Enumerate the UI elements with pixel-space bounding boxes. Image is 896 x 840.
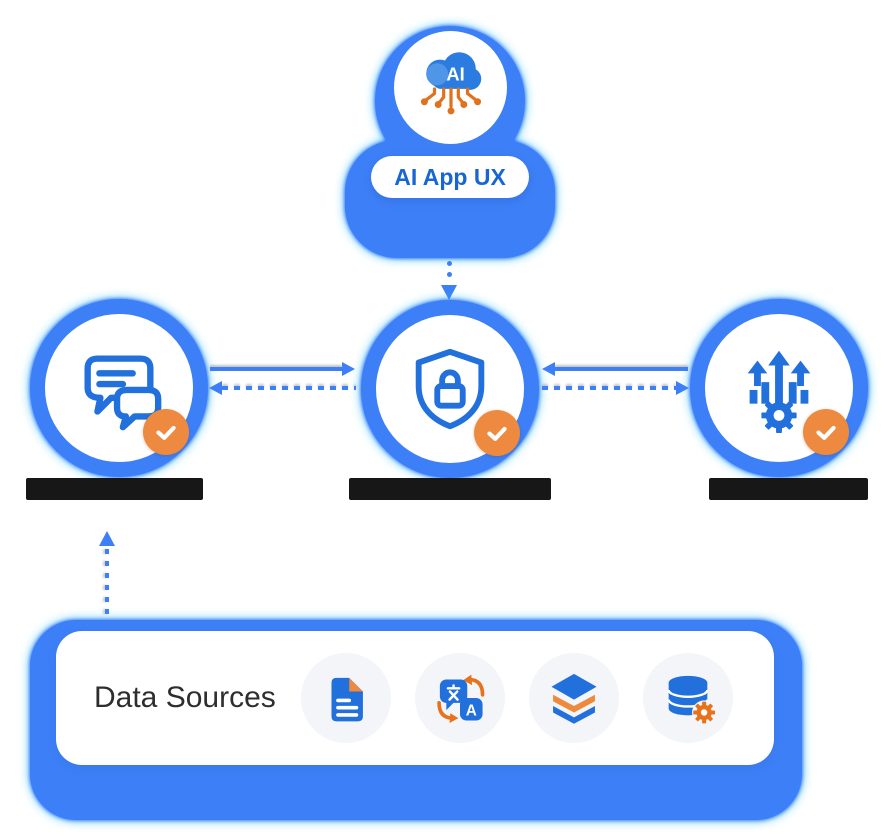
check-badge [803, 409, 849, 455]
chip-document [300, 653, 391, 743]
svg-text:A: A [466, 703, 477, 720]
growth-gear-icon [747, 350, 811, 434]
node-shield-label-obscured [349, 478, 551, 500]
chat-bubbles-icon [84, 355, 162, 431]
connector-top-down [440, 259, 458, 305]
check-badge [143, 409, 189, 455]
arrow-up-icon [99, 531, 115, 546]
check-icon [156, 425, 176, 440]
connector-left-dashed [222, 386, 356, 390]
node-chat-inner [45, 314, 193, 462]
chip-layers [528, 653, 619, 743]
check-badge [474, 410, 520, 456]
document-icon [331, 677, 363, 722]
ai-app-ux-label: AI App UX [394, 163, 506, 190]
chip-translate: A [414, 653, 505, 743]
node-chat-label-obscured [26, 478, 203, 500]
ai-cloud-text: AI [446, 63, 464, 84]
shield-lock-icon [415, 348, 485, 430]
arrow-left-icon [209, 381, 222, 395]
arrow-left-icon [542, 362, 555, 376]
layers-icon [551, 673, 597, 724]
connector-right-solid [555, 367, 688, 371]
arrow-down-icon [441, 285, 457, 300]
connector-right-dashed [542, 386, 676, 390]
check-icon [816, 425, 836, 440]
arrow-right-icon [342, 362, 355, 376]
ai-cloud-circuit-icon: AI [420, 51, 481, 114]
data-sources-panel: Data Sources [56, 631, 774, 765]
ai-node-circle: AI [394, 31, 507, 144]
connector-left-solid [210, 367, 342, 371]
data-sources-title: Data Sources [94, 681, 276, 714]
node-growth-label-obscured [709, 478, 868, 500]
ai-app-ux-pill: AI App UX [371, 156, 529, 198]
database-gear-icon [667, 675, 716, 725]
translate-icon: A [437, 674, 485, 723]
check-icon [487, 426, 507, 441]
connector-datasources-dashed [105, 549, 109, 625]
node-growth-inner [705, 314, 853, 462]
arrow-right-icon [676, 381, 689, 395]
chip-database [642, 653, 733, 743]
